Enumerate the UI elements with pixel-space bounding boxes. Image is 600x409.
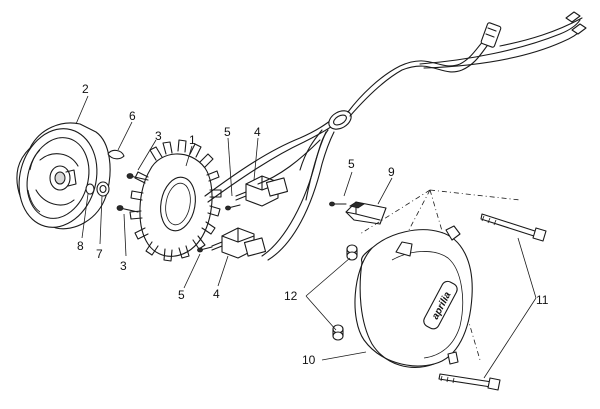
pickup-sensor-lower bbox=[211, 227, 267, 259]
callout-3-lower: 3 bbox=[120, 259, 127, 273]
cable-clip bbox=[345, 201, 387, 225]
flywheel-nut bbox=[96, 181, 110, 197]
callout-11: 11 bbox=[536, 293, 549, 307]
callout-5-right: 5 bbox=[348, 157, 355, 171]
callout-2: 2 bbox=[82, 82, 89, 96]
callout-12: 12 bbox=[284, 289, 298, 303]
pickup-sensor-upper bbox=[235, 175, 289, 207]
wiring-harness bbox=[204, 11, 587, 261]
callout-labels: 2 1 3 6 5 4 5 9 8 7 3 5 4 12 10 11 bbox=[77, 82, 549, 367]
woodruff-key bbox=[107, 149, 125, 160]
stator-screw bbox=[116, 173, 149, 213]
generator-cover: aprilia bbox=[354, 225, 473, 368]
callout-10: 10 bbox=[302, 353, 316, 367]
callout-1: 1 bbox=[189, 133, 196, 147]
callout-3-upper: 3 bbox=[155, 129, 162, 143]
stator bbox=[129, 139, 222, 262]
leader-lines bbox=[75, 95, 537, 379]
flywheel bbox=[16, 122, 111, 230]
dowel-pin bbox=[332, 244, 358, 341]
callout-4-upper: 4 bbox=[254, 125, 261, 139]
callout-6: 6 bbox=[129, 109, 136, 123]
callout-9: 9 bbox=[388, 165, 395, 179]
washer bbox=[85, 183, 95, 195]
callout-7: 7 bbox=[96, 247, 103, 261]
cover-bolt bbox=[438, 213, 547, 391]
sensor-screw bbox=[197, 201, 347, 253]
callout-4-lower: 4 bbox=[213, 287, 220, 301]
callout-5-upper: 5 bbox=[224, 125, 231, 139]
callout-8: 8 bbox=[77, 239, 84, 253]
callout-5-lower: 5 bbox=[178, 288, 185, 302]
